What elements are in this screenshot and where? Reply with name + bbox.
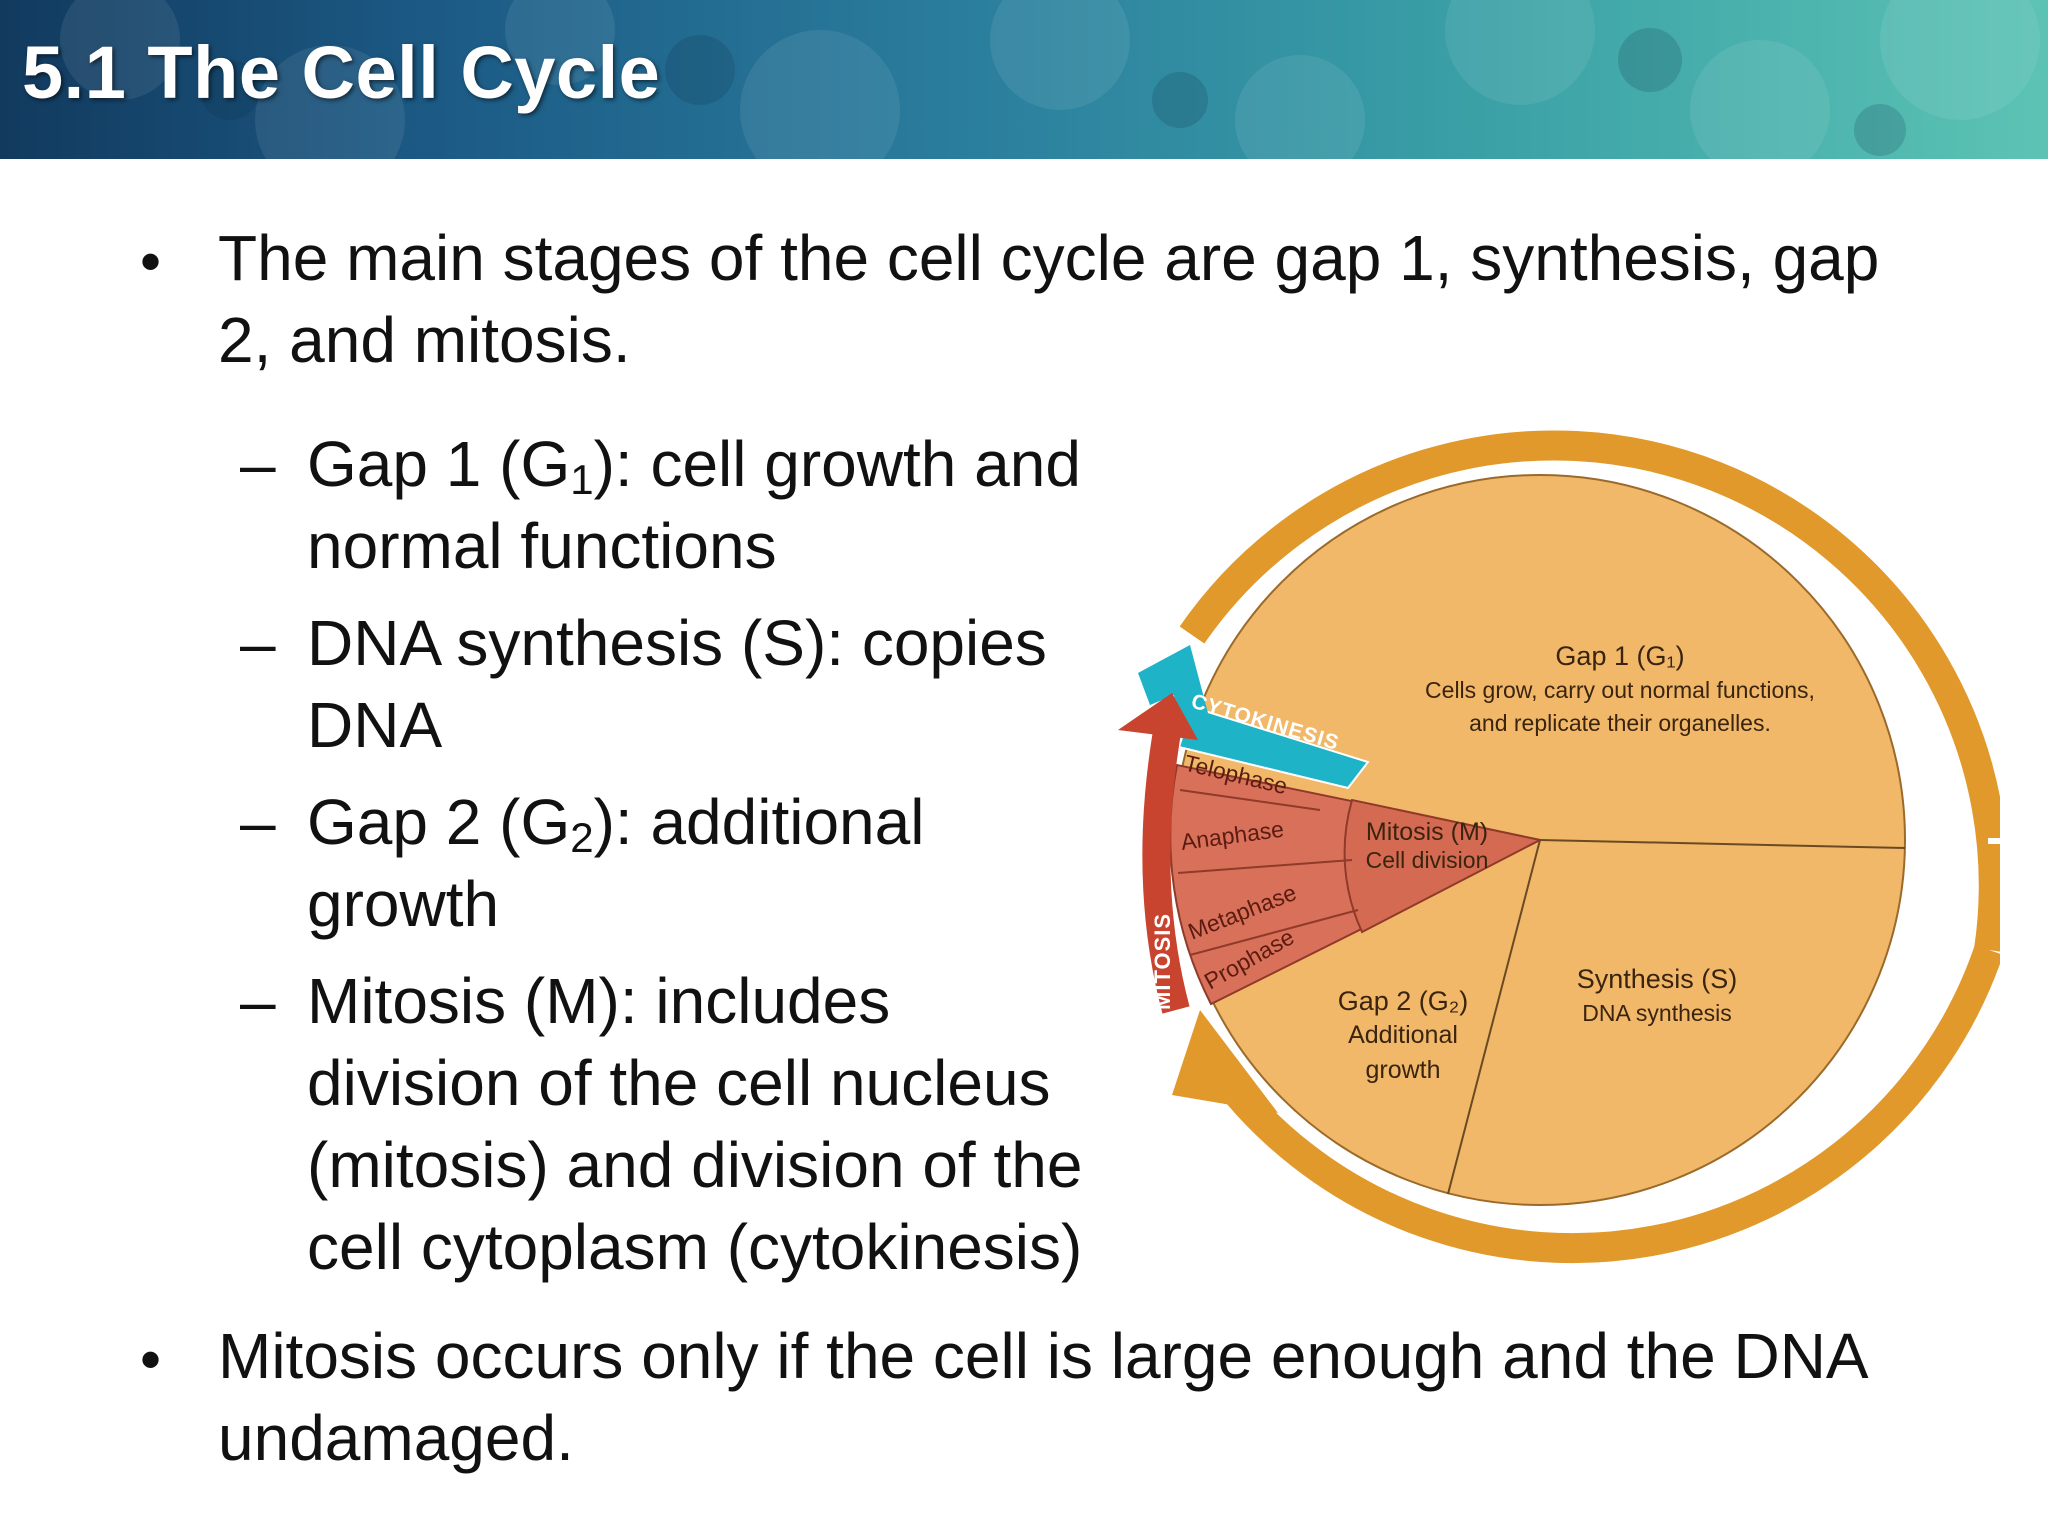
interphase-arrow-head <box>1172 1010 1278 1113</box>
page-title: 5.1 The Cell Cycle <box>22 31 661 114</box>
bullet-1-line-2: 2, and mitosis. <box>218 304 631 376</box>
g1-text-pre: Gap 1 (G <box>307 428 571 500</box>
mitosis-arrow-head <box>1118 693 1198 740</box>
interphase-ring-upper <box>1179 430 2000 952</box>
sub-bullet-dash: – <box>240 607 276 679</box>
header-banner: 5.1 The Cell Cycle <box>0 0 2048 159</box>
sub-bullet-m-line-1: Mitosis (M): includes <box>307 965 891 1037</box>
cell-cycle-diagram: INTERPHASE CYTOKINESIS MITOSIS Telophase… <box>1118 395 2000 1266</box>
sub-bullet-s-line-1: DNA synthesis (S): copies <box>307 607 1047 679</box>
bullet-dot: • <box>140 1326 162 1393</box>
ring-segment-divider <box>1988 838 2000 844</box>
interphase-ring-lower <box>1226 945 2000 1264</box>
banner-texture <box>60 0 2040 159</box>
g1-title: Gap 1 (G₁) <box>1555 641 1684 671</box>
phase-divider <box>1177 859 1353 874</box>
g1-desc-line-1: Cells grow, carry out normal functions, <box>1425 677 1815 703</box>
g2-subscript: 2 <box>570 814 594 861</box>
mitosis-desc: Cell division <box>1366 847 1489 873</box>
phase-divider <box>1189 909 1359 956</box>
s-desc: DNA synthesis <box>1582 1000 1732 1026</box>
g2-title: Gap 2 (G₂) <box>1338 986 1469 1016</box>
g1-s-divider <box>1539 839 1906 849</box>
g1-subscript: 1 <box>570 456 594 503</box>
sub-bullet-dash: – <box>240 428 276 500</box>
sub-bullet-dash: – <box>240 965 276 1037</box>
sub-bullet-g2-line-1: Gap 2 (G2): additional <box>307 781 924 863</box>
sub-bullet-g1-line-1: Gap 1 (G1): cell growth and <box>307 423 1081 505</box>
g2-text-pre: Gap 2 (G <box>307 786 571 858</box>
bullet-2-line-2: undamaged. <box>218 1402 574 1474</box>
sub-bullet-m-line-4: cell cytoplasm (cytokinesis) <box>307 1211 1083 1283</box>
g1-text-post: ): cell growth and <box>593 428 1081 500</box>
g1-desc-line-2: and replicate their organelles. <box>1469 710 1771 736</box>
bullet-1-line-1: The main stages of the cell cycle are ga… <box>218 222 1880 294</box>
sub-bullet-g1-line-2: normal functions <box>307 510 777 582</box>
s-title: Synthesis (S) <box>1577 964 1738 994</box>
sub-bullet-dash: – <box>240 786 276 858</box>
sub-bullet-m-line-2: division of the cell nucleus <box>307 1047 1051 1119</box>
g2-desc-line-1: Additional <box>1348 1021 1458 1049</box>
bullet-dot: • <box>140 228 162 295</box>
bullet-2-line-1: Mitosis occurs only if the cell is large… <box>218 1320 1869 1392</box>
sub-bullet-s-line-2: DNA <box>307 689 443 761</box>
ring-segment-divider <box>1436 1250 1442 1266</box>
mitosis-inner-wedge <box>1343 798 1543 934</box>
cytokinesis-arrow <box>1138 645 1208 727</box>
g2-desc-line-2: growth <box>1365 1056 1440 1084</box>
mitosis-arrow <box>1142 712 1190 1014</box>
sub-bullet-g2-line-2: growth <box>307 868 500 940</box>
phase-divider <box>1179 789 1321 811</box>
s-g2-divider <box>1447 839 1541 1195</box>
mitosis-title: Mitosis (M) <box>1366 818 1488 846</box>
g2-text-post: ): additional <box>593 786 925 858</box>
mitosis-label: MITOSIS <box>1150 913 1175 1010</box>
sub-bullet-m-line-3: (mitosis) and division of the <box>307 1129 1083 1201</box>
